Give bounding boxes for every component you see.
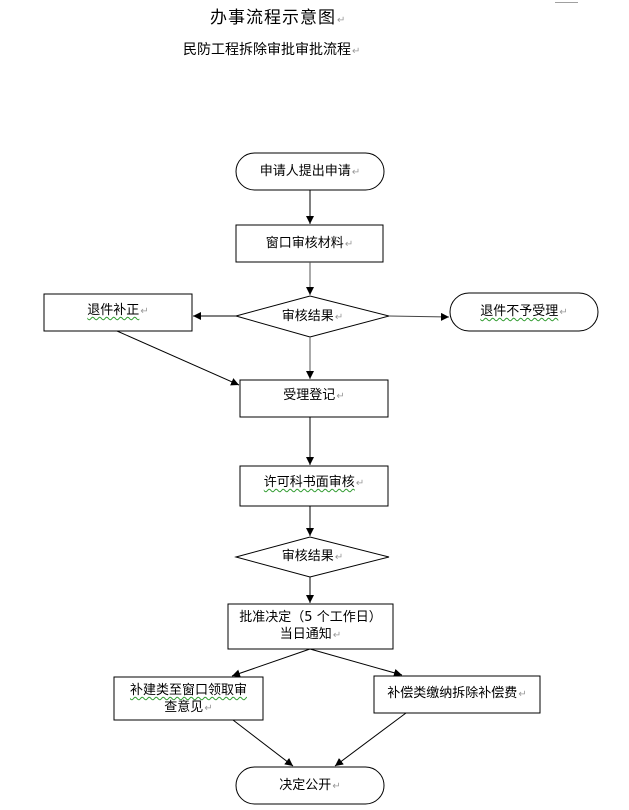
edge-return-correct-to-accept-register [116, 330, 240, 386]
paragraph-mark-icon: ↵ [336, 391, 345, 402]
node-review-result-2-label: 审核结果↵ [281, 549, 344, 564]
node-permit-review-label: 许可科书面审核↵ [263, 475, 365, 490]
page-corner-mark [555, 0, 578, 3]
edge-rebuild-collect-to-publish [232, 719, 294, 767]
paragraph-mark-icon: ↵ [355, 478, 365, 489]
node-return-correct-label: 退件补正↵ [87, 303, 149, 318]
node-review-result-2-shape [234, 536, 390, 578]
paragraph-mark-icon: ↵ [344, 239, 354, 250]
edge-approval-to-compensation-pay [309, 648, 403, 677]
node-approval-label: 批准决定（5 个工作日） 当日通知↵ [239, 610, 382, 642]
node-window-review-label: 窗口审核材料↵ [265, 236, 354, 251]
edge-approval-to-rebuild-collect [231, 648, 311, 678]
node-compensation-pay-shape [373, 675, 541, 714]
node-accept-register-label: 受理登记↵ [283, 388, 345, 403]
paragraph-mark-icon: ↵ [337, 15, 347, 26]
paragraph-mark-icon: ↵ [204, 703, 213, 714]
node-publish-shape [235, 766, 385, 805]
document-title: 办事流程示意图↵ [210, 8, 347, 28]
node-return-reject-label: 退件不予受理↵ [480, 304, 568, 319]
paragraph-mark-icon: ↵ [332, 630, 342, 641]
node-compensation-pay-label: 补偿类缴纳拆除补偿费↵ [387, 686, 527, 701]
edge-compensation-pay-to-publish [334, 712, 407, 767]
node-review-result-1-label: 审核结果↵ [281, 309, 344, 324]
paragraph-mark-icon: ↵ [332, 781, 341, 792]
paragraph-mark-icon: ↵ [351, 167, 361, 178]
node-window-review-shape [235, 224, 384, 263]
document-subtitle: 民防工程拆除审批审批流程↵ [183, 42, 361, 58]
paragraph-mark-icon: ↵ [518, 689, 527, 700]
paragraph-mark-icon: ↵ [140, 306, 149, 317]
node-return-correct-shape [43, 293, 193, 332]
paragraph-mark-icon: ↵ [352, 46, 361, 57]
node-permit-review-shape [239, 465, 389, 507]
node-rebuild-collect-label: 补建类至窗口领取审 查意见↵ [129, 683, 247, 715]
node-return-reject-shape [449, 292, 599, 332]
node-start-label: 申请人提出申请↵ [259, 164, 361, 179]
paragraph-mark-icon: ↵ [334, 552, 344, 563]
edge-result-1-to-return-reject [388, 312, 450, 321]
node-publish-label: 决定公开↵ [279, 778, 341, 793]
paragraph-mark-icon: ↵ [559, 307, 568, 318]
paragraph-mark-icon: ↵ [334, 312, 344, 323]
node-approval-shape [227, 603, 394, 650]
node-rebuild-collect-shape [113, 676, 264, 721]
node-accept-register-shape [239, 379, 389, 418]
